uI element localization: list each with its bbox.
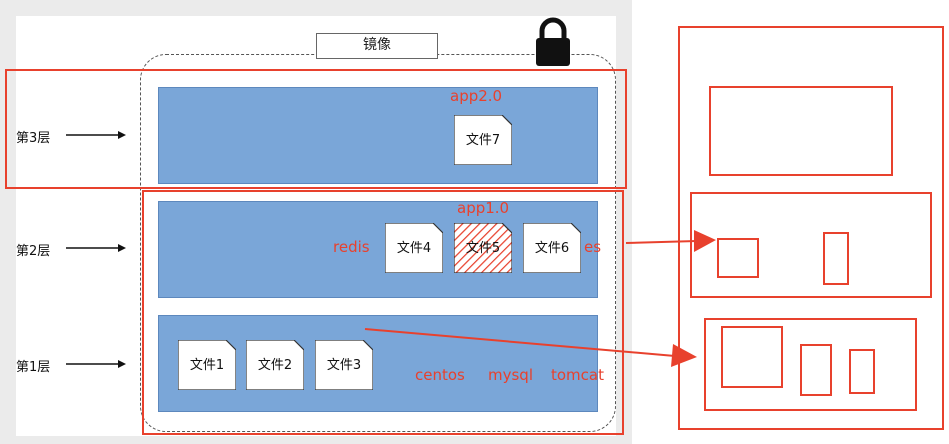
arrow-to-middle-box [625, 230, 716, 252]
layer-3-band [158, 87, 598, 184]
file-4-label: 文件4 [396, 241, 432, 256]
schematic-bottom-small-box-1 [721, 326, 783, 388]
layer-3-arrow [66, 131, 126, 139]
layer-1-label: 第1层 [16, 360, 51, 375]
schematic-top-box [709, 86, 893, 176]
file-3: 文件3 [315, 340, 373, 390]
file-6: 文件6 [523, 223, 581, 273]
layer-1-arrow [66, 360, 126, 368]
image-label: 镜像 [316, 33, 438, 59]
app2-annotation: app2.0 [450, 87, 503, 105]
layer-3-highlight-box [5, 69, 627, 189]
schematic-bottom-small-box-2 [800, 344, 832, 396]
app1-annotation: app1.0 [457, 199, 510, 217]
es-annotation: es [584, 238, 602, 256]
lock-icon [536, 17, 570, 66]
file-1-label: 文件1 [189, 358, 225, 373]
arrow-to-bottom-box [364, 328, 697, 367]
schematic-bottom-small-box-3 [849, 349, 875, 394]
redis-annotation: redis [333, 238, 370, 256]
layer-2-arrow [66, 244, 126, 252]
file-5-label: 文件5 [465, 241, 501, 256]
tomcat-annotation: tomcat [551, 366, 604, 384]
schematic-bottom-box [704, 318, 917, 411]
schematic-outer-box [678, 26, 944, 430]
mysql-annotation: mysql [488, 366, 533, 384]
file-7-label: 文件7 [465, 133, 501, 148]
file-5-hatched: 文件5 [454, 223, 512, 273]
centos-annotation: centos [415, 366, 465, 384]
file-6-label: 文件6 [534, 241, 570, 256]
schematic-middle-small-box-2 [823, 232, 849, 285]
file-2-label: 文件2 [257, 358, 293, 373]
file-1: 文件1 [178, 340, 236, 390]
file-7: 文件7 [454, 115, 512, 165]
schematic-middle-box [690, 192, 932, 298]
layer-3-label: 第3层 [16, 131, 51, 146]
file-2: 文件2 [246, 340, 304, 390]
layers-1-2-highlight-box [142, 190, 624, 435]
file-3-label: 文件3 [326, 358, 362, 373]
file-4: 文件4 [385, 223, 443, 273]
layer-2-label: 第2层 [16, 244, 51, 259]
schematic-middle-small-box-1 [717, 238, 759, 278]
